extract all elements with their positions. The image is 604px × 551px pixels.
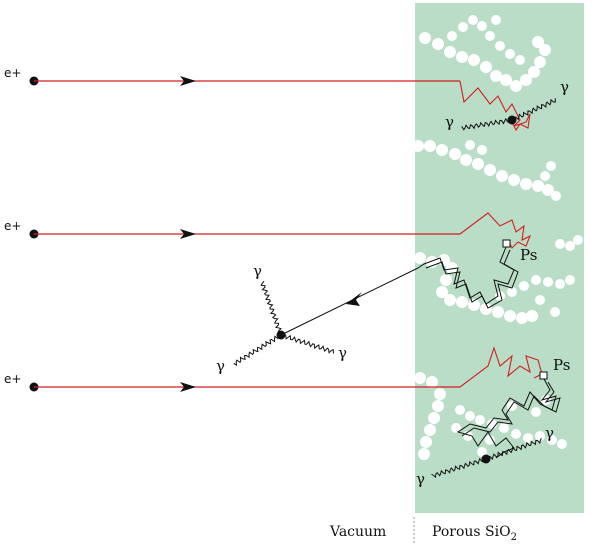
- photon-2c: [280, 334, 334, 354]
- track-1: γ γ: [29, 76, 569, 132]
- pore-chain-1: [419, 15, 551, 92]
- pore-chain-3: [414, 235, 583, 324]
- gamma-label-2c: γ: [338, 344, 347, 362]
- vacuum-label: Vacuum: [329, 524, 386, 540]
- ps-walk-2: [417, 246, 515, 305]
- gamma-label-3b: γ: [416, 470, 425, 488]
- ps-label-2: Ps: [520, 246, 537, 264]
- porous-sio2-label: Porous SiO2: [432, 524, 517, 543]
- photon-1b: [461, 117, 513, 131]
- pore-chain-2: [412, 140, 561, 201]
- ps-walk-3-shadow: [461, 381, 561, 437]
- photon-2b: [233, 333, 282, 367]
- positron-label-1: e+: [4, 66, 21, 80]
- positron-walk-1: [459, 80, 531, 132]
- gamma-label-1b: γ: [445, 113, 454, 131]
- beam-arrow-1: [180, 76, 196, 86]
- ps-walk-3: [456, 378, 557, 459]
- track-2: Ps γ γ γ: [29, 212, 537, 375]
- photon-3a: [485, 437, 542, 462]
- ps-walk-2-shadow: [425, 249, 519, 309]
- photon-1a: [511, 98, 556, 123]
- positron-label-3: e+: [4, 372, 21, 386]
- gamma-label-3a: γ: [545, 424, 554, 442]
- porous-sio2-main: Porous SiO: [432, 524, 511, 540]
- gamma-label-2b: γ: [216, 357, 225, 375]
- track-3: Ps γ γ: [29, 346, 570, 488]
- photon-3b: [431, 456, 487, 479]
- positron-walk-2: [459, 212, 532, 249]
- gamma-label-2a: γ: [253, 262, 262, 280]
- pore-chain-4: [414, 372, 567, 460]
- ps-formation-3: [539, 371, 548, 380]
- positron-walk-3: [459, 346, 543, 388]
- pore-chains: [412, 15, 583, 460]
- beam-arrow-3: [180, 382, 196, 392]
- ps-label-3: Ps: [553, 356, 570, 374]
- photon-2a: [260, 280, 284, 336]
- ps-escape-arrow: [346, 292, 362, 306]
- porous-sio2-subscript: 2: [511, 532, 517, 543]
- beam-arrow-2: [180, 229, 196, 239]
- positron-label-2: e+: [4, 219, 21, 233]
- gamma-label-1a: γ: [560, 78, 569, 96]
- ps-formation-2: [502, 239, 511, 248]
